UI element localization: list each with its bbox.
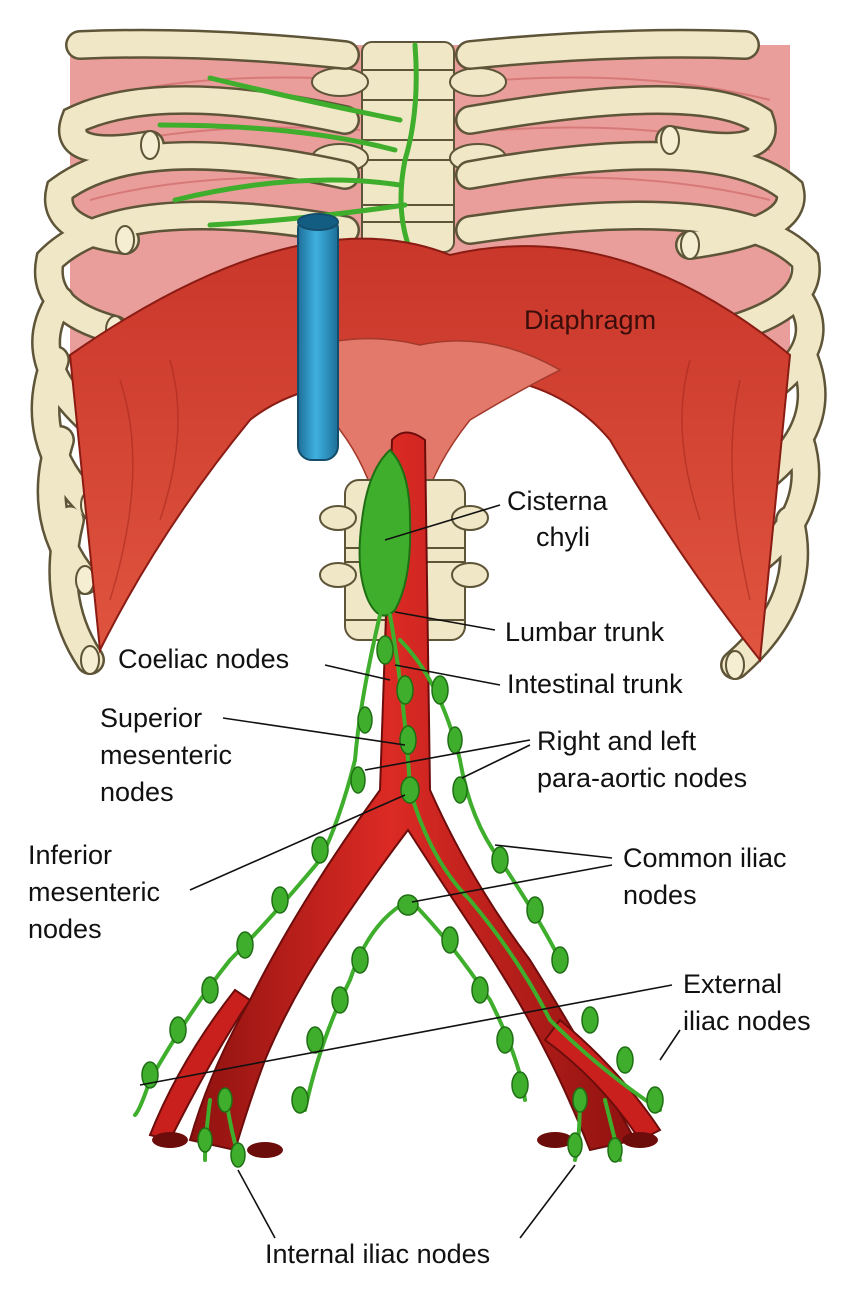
label-common-iliac-line-1: Common iliac: [623, 843, 787, 873]
label-inferior-line-3: nodes: [28, 914, 102, 944]
label-common-iliac-line-2: nodes: [623, 880, 697, 910]
label-internal-iliac-nodes: Internal iliac nodes: [265, 1239, 491, 1269]
leader-lines: [139, 504, 681, 1239]
label-cisterna-line-2: chyli: [536, 522, 591, 552]
inferior-vena-cava: [297, 213, 339, 461]
label-para-aortic-line-1: Right and left: [537, 726, 697, 756]
label-external-iliac-line-2: iliac nodes: [683, 1006, 811, 1036]
label-superior-line-1: Superior: [100, 703, 203, 733]
lymph-nodes: [141, 635, 664, 1168]
label-diaphragm: Diaphragm: [524, 305, 657, 335]
label-external-iliac-line-1: External: [683, 969, 783, 999]
label-para-aortic-line-2: para-aortic nodes: [537, 763, 748, 793]
rib-cage: [30, 28, 827, 680]
label-coeliac-nodes: Coeliac nodes: [118, 644, 290, 674]
label-superior-line-2: mesenteric: [100, 740, 233, 770]
label-cisterna-line-1: Cisterna: [507, 486, 608, 516]
diaphragm-crura: [299, 337, 562, 521]
label-intestinal-trunk: Intestinal trunk: [507, 669, 683, 699]
label-lumbar-trunk: Lumbar trunk: [505, 617, 665, 647]
label-inferior-line-1: Inferior: [28, 840, 113, 870]
label-superior-line-3: nodes: [100, 777, 174, 807]
label-inferior-line-2: mesenteric: [28, 877, 161, 907]
diaphragm: [68, 237, 792, 663]
